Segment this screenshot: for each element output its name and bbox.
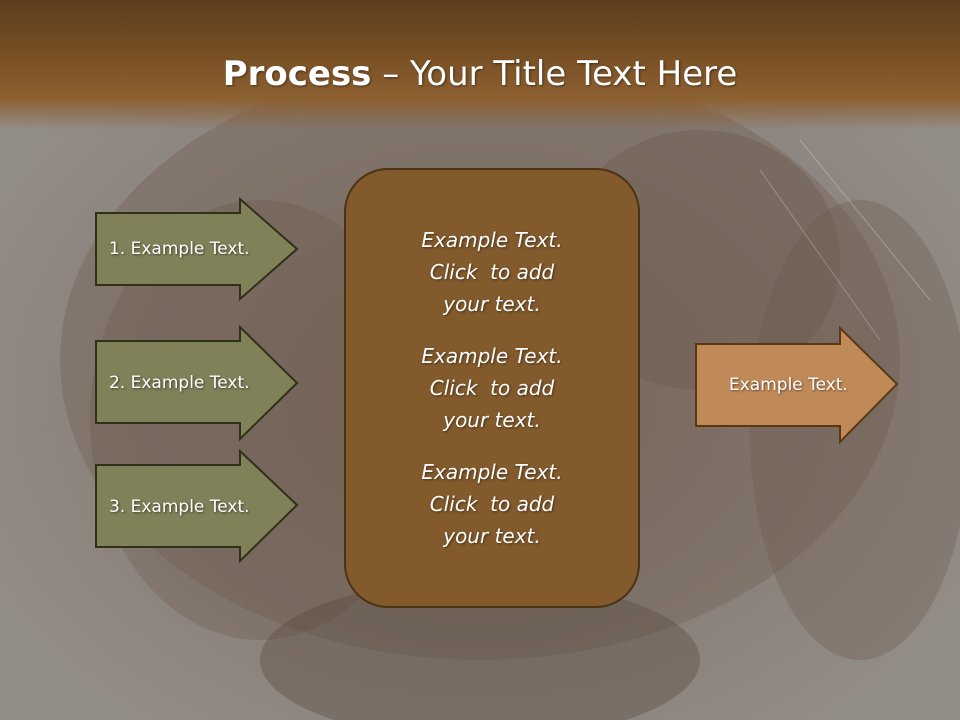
step-1-arrow[interactable]: 1. Example Text. (95, 197, 299, 301)
slide-title-rest: – Your Title Text Here (371, 54, 738, 94)
center-text-block-3: Example Text. Click to add your text. (421, 456, 562, 552)
step-1-label: 1. Example Text. (109, 239, 250, 259)
center-block-1-line-2: Click to add (429, 260, 555, 284)
center-block-2-line-3: your text. (443, 408, 541, 432)
center-block-1-line-1: Example Text. (421, 228, 563, 252)
result-arrow[interactable]: Example Text. (695, 326, 899, 444)
center-block-2-line-2: Click to add (429, 376, 555, 400)
result-label: Example Text. (729, 375, 848, 395)
step-3-label: 3. Example Text. (109, 497, 250, 517)
step-2-arrow-shape (95, 325, 299, 441)
center-text-box[interactable]: Example Text. Click to add your text. Ex… (344, 168, 640, 608)
center-block-3-line-1: Example Text. (421, 460, 563, 484)
slide-title[interactable]: Process – Your Title Text Here (0, 50, 960, 98)
step-3-arrow-shape (95, 449, 299, 564)
center-block-1-line-3: your text. (443, 292, 541, 316)
step-2-label: 2. Example Text. (109, 373, 250, 393)
step-3-arrow[interactable]: 3. Example Text. (95, 449, 299, 565)
center-block-3-line-3: your text. (443, 524, 541, 548)
center-block-2-line-1: Example Text. (421, 344, 563, 368)
step-2-arrow[interactable]: 2. Example Text. (95, 325, 299, 441)
step-1-arrow-shape (95, 197, 299, 301)
center-text-block-2: Example Text. Click to add your text. (421, 340, 562, 436)
center-text-block-1: Example Text. Click to add your text. (421, 224, 562, 320)
result-arrow-shape (695, 326, 899, 444)
slide-title-bold: Process (222, 54, 372, 94)
title-bar (0, 0, 960, 130)
center-block-3-line-2: Click to add (429, 492, 555, 516)
